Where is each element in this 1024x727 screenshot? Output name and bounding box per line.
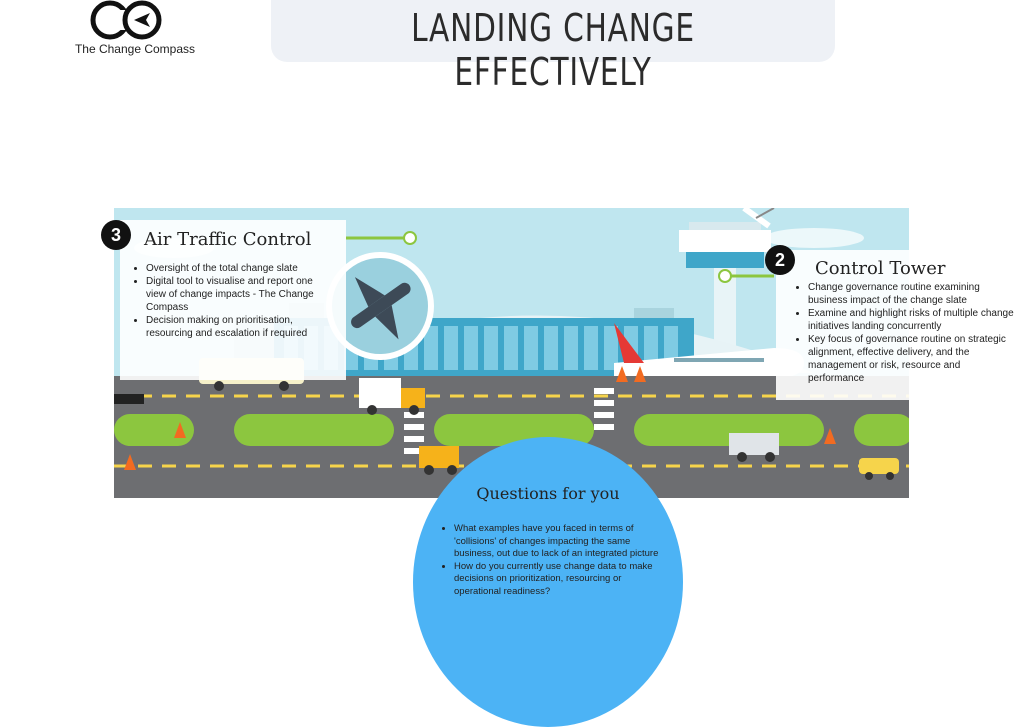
list-item: What examples have you faced in terms of… xyxy=(454,523,670,561)
list-item: Oversight of the total change slate xyxy=(146,262,320,275)
radar-dish-icon xyxy=(742,208,775,229)
logo-mark xyxy=(90,0,162,40)
airplane-icon xyxy=(614,323,804,378)
step-badge-3: 3 xyxy=(101,220,131,250)
truck-icon xyxy=(359,378,779,475)
list-item: Change governance routine examining busi… xyxy=(808,281,1018,307)
control-tower-list: Change governance routine examining busi… xyxy=(792,281,1018,385)
taxi-icon xyxy=(859,458,899,480)
step-badge-2: 2 xyxy=(765,245,795,275)
list-item: Examine and highlight risks of multiple … xyxy=(808,307,1018,333)
air-traffic-control-list: Oversight of the total change slate Digi… xyxy=(130,262,320,340)
air-traffic-control-title: Air Traffic Control xyxy=(144,229,312,250)
questions-list: What examples have you faced in terms of… xyxy=(440,523,670,598)
air-traffic-control-panel xyxy=(120,220,346,380)
control-tower-title: Control Tower xyxy=(815,258,946,279)
list-item: How do you currently use change data to … xyxy=(454,561,670,599)
control-tower-panel xyxy=(776,250,909,400)
page-title: LANDING CHANGE EFFECTIVELY xyxy=(411,6,695,94)
questions-title: Questions for you xyxy=(476,484,620,503)
title-banner: LANDING CHANGE EFFECTIVELY xyxy=(271,0,835,94)
brand-logo: The Change Compass xyxy=(60,0,210,60)
list-item: Digital tool to visualise and report one… xyxy=(146,275,320,314)
traffic-cone-icon xyxy=(124,366,836,470)
list-item: Decision making on prioritisation, resou… xyxy=(146,314,320,340)
brand-name: The Change Compass xyxy=(74,42,196,56)
list-item: Key focus of governance routine on strat… xyxy=(808,333,1018,385)
